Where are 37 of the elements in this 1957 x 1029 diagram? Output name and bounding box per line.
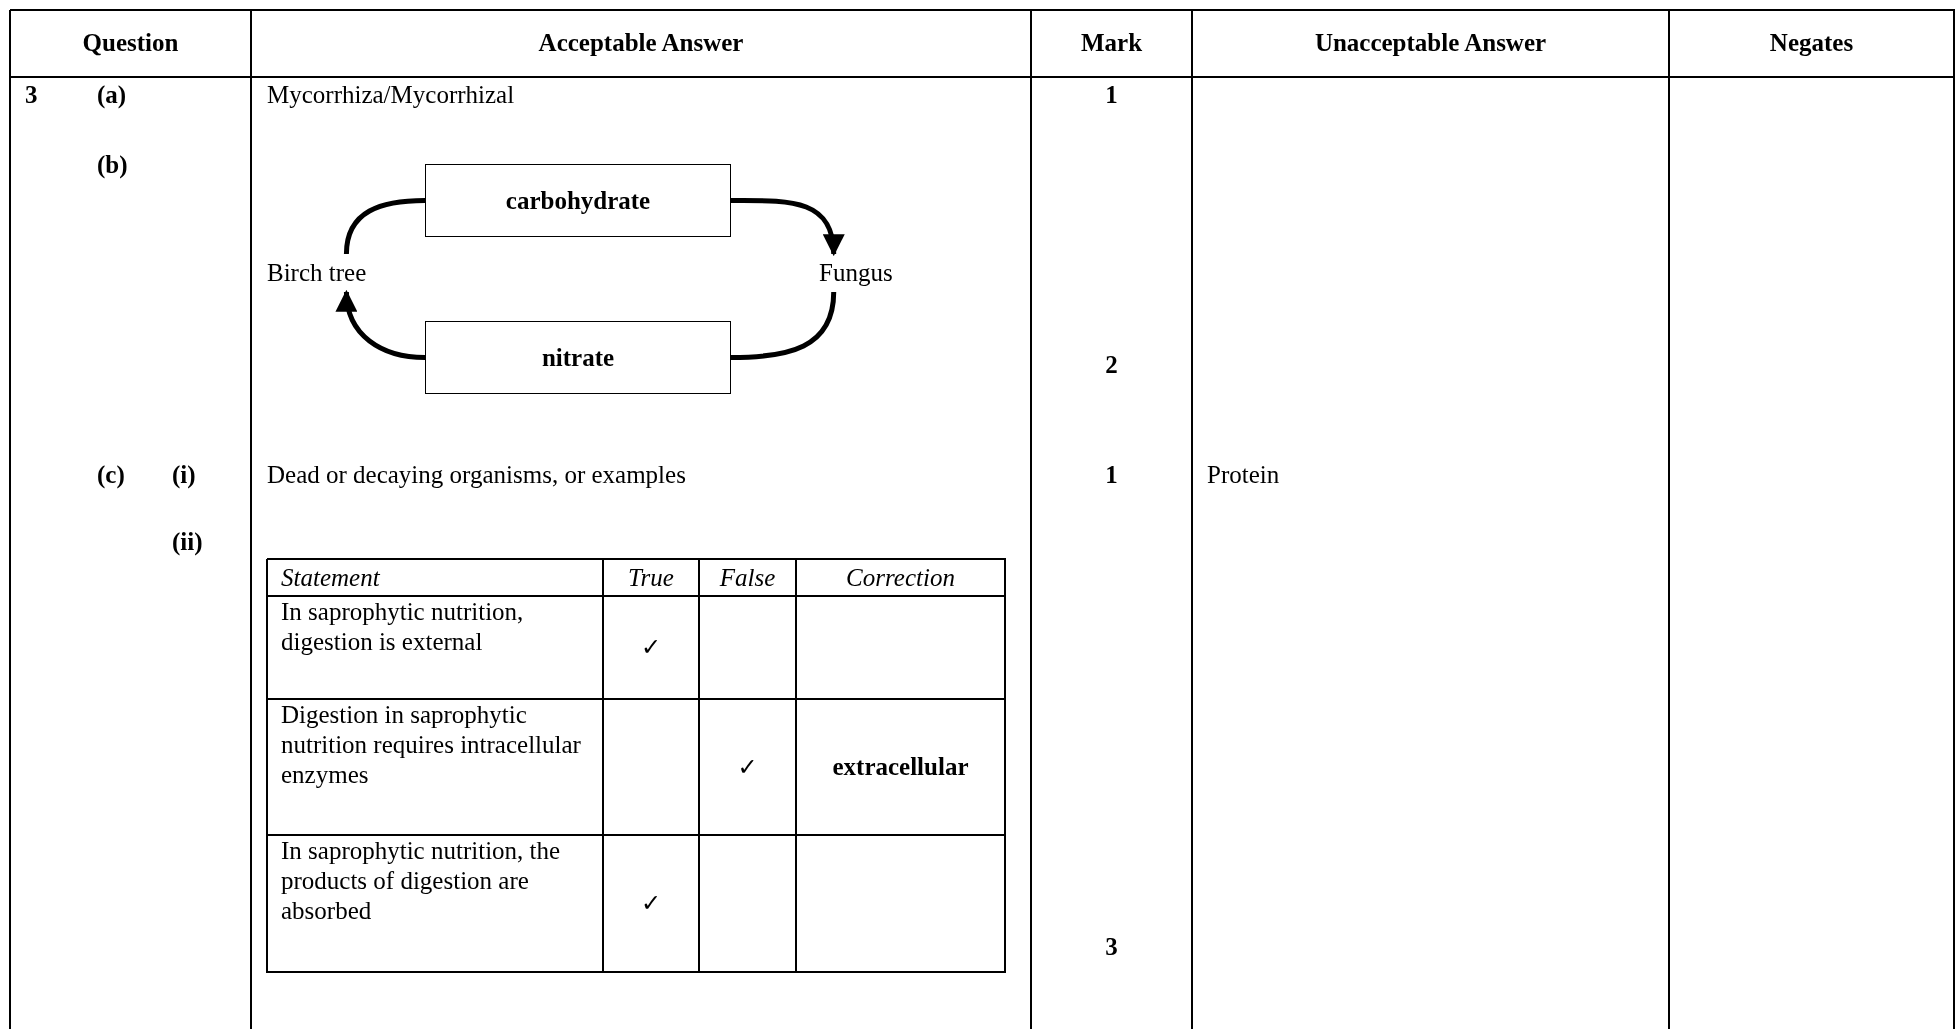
- question-part: (c): [97, 460, 125, 490]
- curved-line: [730, 291, 837, 360]
- statement-text: Digestion in saprophytic nutrition requires intracellular enzymes: [281, 700, 582, 790]
- question-subpart: (ii): [172, 527, 203, 557]
- table-header: Statement: [281, 562, 380, 593]
- node-label: Birch tree: [267, 258, 367, 288]
- curved-arrow: [336, 289, 426, 360]
- column-header: Acceptable Answer: [538, 28, 744, 58]
- question-part: (b): [97, 150, 128, 180]
- column-header: Negates: [1769, 28, 1854, 58]
- table-header: Correction: [846, 562, 955, 593]
- tick-mark: ✓: [737, 752, 758, 782]
- statement-text: In saprophytic nutrition, the products of digestion are absorbed: [281, 836, 562, 926]
- mark-value: 1: [1105, 460, 1118, 490]
- curved-arrow: [731, 198, 844, 257]
- unacceptable-answer-text: Protein: [1207, 460, 1280, 490]
- mark-value: 2: [1105, 350, 1118, 380]
- mark-value: 1: [1105, 80, 1118, 110]
- tick-mark: ✓: [640, 633, 662, 662]
- text-box: carbohydrate: [425, 164, 731, 237]
- answer-text: Mycorrhiza/Mycorrhizal: [267, 80, 515, 110]
- statement-text: In saprophytic nutrition, digestion is external: [281, 597, 525, 657]
- text-box: nitrate: [425, 321, 731, 394]
- question-subpart: (i): [172, 460, 196, 490]
- tick-mark: ✓: [640, 889, 662, 918]
- table-header: False: [719, 562, 776, 593]
- node-label: Fungus: [819, 258, 893, 288]
- column-header: Unacceptable Answer: [1314, 28, 1547, 58]
- question-number: 3: [25, 80, 38, 110]
- correction-text: extracellular: [832, 752, 969, 782]
- table-header: True: [628, 562, 674, 593]
- curved-line: [343, 198, 426, 255]
- column-header: Mark: [1080, 28, 1143, 58]
- mark-value: 3: [1105, 932, 1118, 962]
- answer-text: Dead or decaying organisms, or examples: [267, 460, 686, 490]
- column-header: Question: [82, 28, 179, 58]
- question-part: (a): [97, 80, 127, 110]
